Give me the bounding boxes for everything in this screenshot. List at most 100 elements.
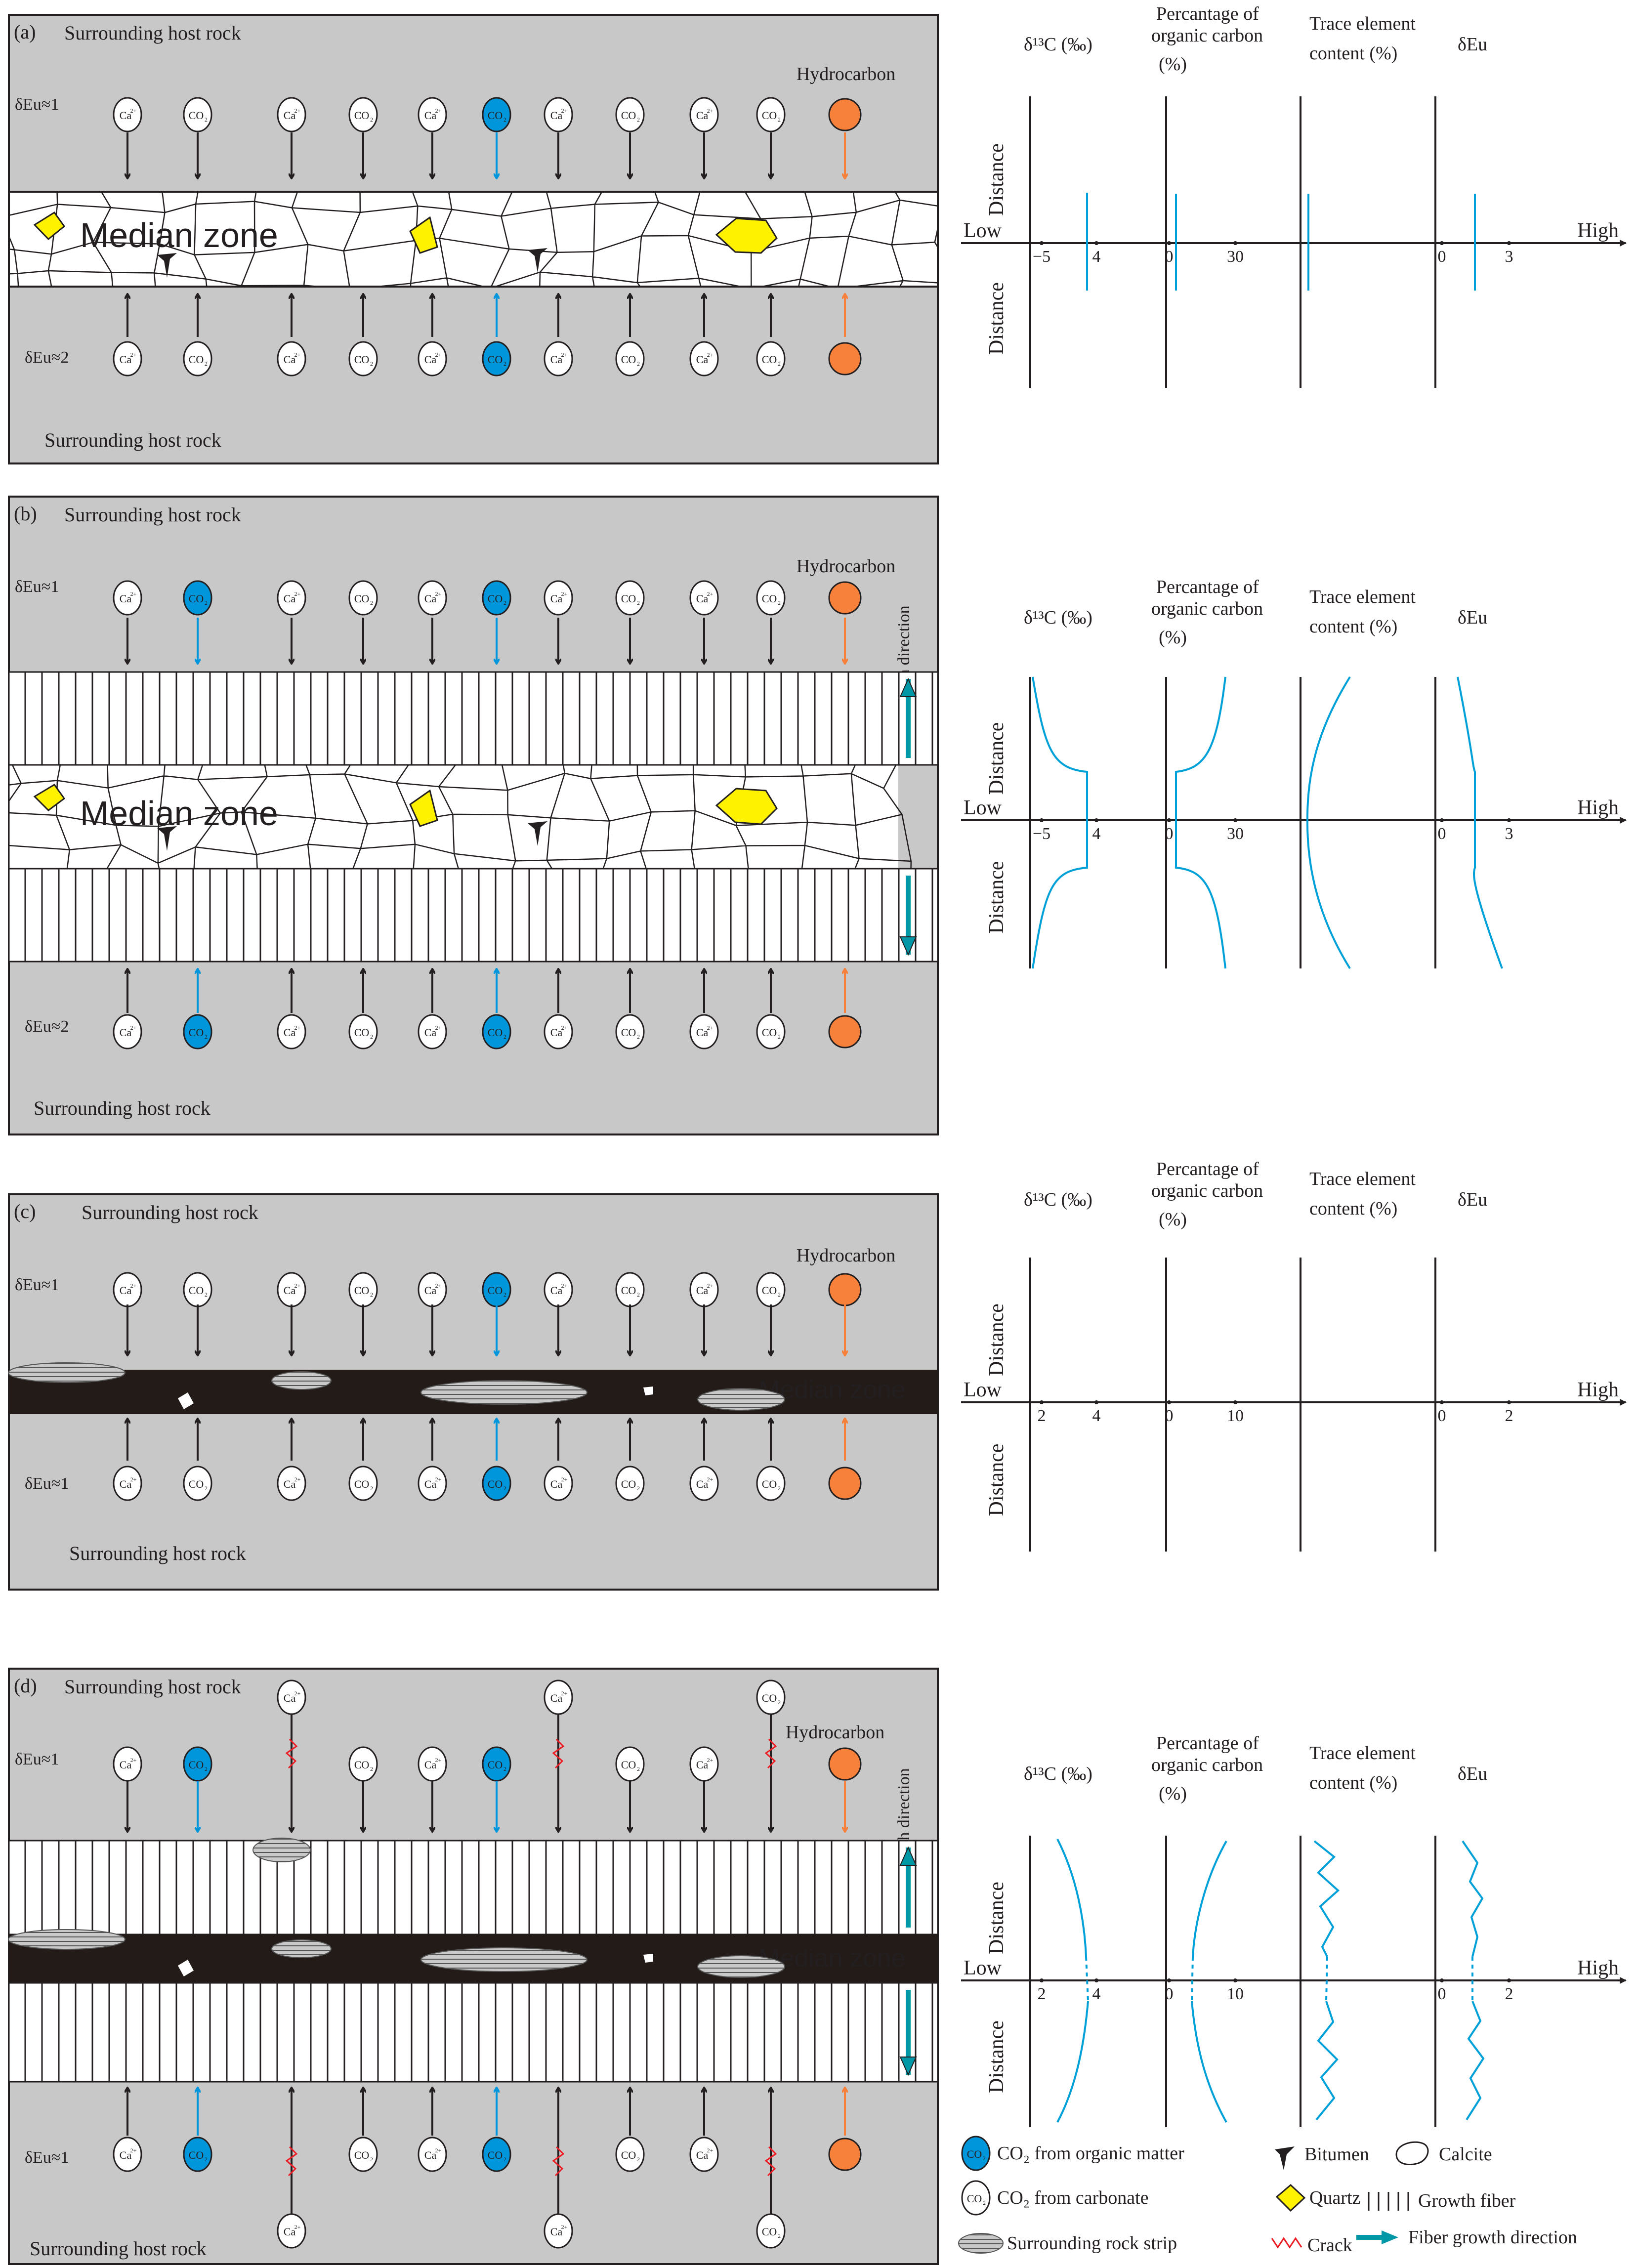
ca-ion: Ca2+ xyxy=(689,97,719,132)
ion-label: Ca xyxy=(284,1026,296,1039)
delta-eu-bottom: δEu≈2 xyxy=(25,348,69,367)
ion-subscript: 2 xyxy=(370,1485,373,1492)
quartz-fragment xyxy=(178,1960,194,1976)
quartz-fragment xyxy=(178,1392,194,1409)
ion-subscript: 2 xyxy=(504,1033,506,1040)
ion-label: CO xyxy=(189,1759,204,1771)
ion-ellipse xyxy=(544,2213,573,2249)
crack xyxy=(764,1738,777,1769)
ion-subscript: 2 xyxy=(205,1033,208,1040)
ion-label: Ca xyxy=(550,109,563,122)
ca-ion: Ca2+ xyxy=(544,1680,573,1715)
quartz-grain xyxy=(715,217,778,254)
ion-ellipse xyxy=(348,2137,378,2172)
ion-charge: 2+ xyxy=(561,1476,568,1483)
ion-label: Ca xyxy=(284,1692,296,1704)
quartz-grain xyxy=(33,211,66,241)
surrounding-rock-strip xyxy=(420,1947,588,1972)
tick-dot xyxy=(1233,1400,1237,1404)
ion-subscript: 2 xyxy=(504,2156,506,2163)
ca-ion: Ca2+ xyxy=(689,580,719,616)
ca-ion: Ca2+ xyxy=(544,580,573,616)
tick-label: 2 xyxy=(1038,1985,1046,2003)
delta-eu-bottom: δEu≈1 xyxy=(25,1474,69,1493)
ion-charge: 2+ xyxy=(435,1476,442,1483)
panel-tag: (a) xyxy=(14,21,36,43)
ion-ellipse xyxy=(482,2137,511,2172)
tick-label: 3 xyxy=(1505,825,1513,843)
ion-charge: 2+ xyxy=(561,107,568,114)
surrounding-rock-strip xyxy=(697,1388,785,1411)
d13c-header: δ¹³C (‰) xyxy=(1024,607,1092,628)
ca-ion: Ca2+ xyxy=(113,580,142,616)
axis-low-label: Low xyxy=(964,1379,1002,1401)
tick-label: 2 xyxy=(1505,1985,1513,2003)
ion-ellipse xyxy=(756,580,786,616)
tick-label: 4 xyxy=(1092,248,1101,266)
deu-profile xyxy=(1462,1840,1484,1957)
tick-dot xyxy=(1440,818,1444,822)
ion-subscript: 2 xyxy=(778,1699,781,1706)
ion-charge: 2+ xyxy=(561,1282,568,1289)
ion-ellipse xyxy=(615,1466,645,1501)
ion-charge: 2+ xyxy=(707,1282,714,1289)
ion-ellipse xyxy=(756,1014,786,1050)
ion-subscript: 2 xyxy=(205,2156,208,2163)
bitumen-blob xyxy=(528,821,547,846)
ion-subscript: 2 xyxy=(504,1765,506,1772)
crack xyxy=(552,1738,565,1769)
left-schematic-panels: (a)Surrounding host rockδEu≈1δEu≈2Surrou… xyxy=(8,14,939,2265)
tick-dot xyxy=(1040,818,1044,822)
ion-charge: 2+ xyxy=(707,1476,714,1483)
ion-charge: 2+ xyxy=(707,590,714,597)
ion-charge: 2+ xyxy=(130,590,137,597)
ion-subscript: 2 xyxy=(778,1291,781,1298)
ion-label: CO xyxy=(621,353,636,366)
ion-label: CO xyxy=(621,1478,636,1490)
ion-subscript: 2 xyxy=(778,2232,781,2239)
panel-a: (a)Surrounding host rockδEu≈1δEu≈2Surrou… xyxy=(8,14,939,464)
toc-header-line2: organic carbon xyxy=(1151,25,1263,46)
ion-charge: 2+ xyxy=(435,590,442,597)
ion-label: Ca xyxy=(550,592,563,605)
ion-subscript: 2 xyxy=(778,1485,781,1492)
deu-profile xyxy=(1457,676,1503,969)
ion-label: CO xyxy=(762,109,777,122)
ion-label: CO xyxy=(621,1759,636,1771)
ion-label: Ca xyxy=(284,1478,296,1490)
ca-ion: Ca2+ xyxy=(544,2213,573,2249)
ion-ellipse xyxy=(756,1466,786,1501)
hydrocarbon-label: Hydrocarbon xyxy=(797,1245,895,1266)
ca-ion: Ca2+ xyxy=(113,1466,142,1501)
ion-label: Ca xyxy=(424,109,437,122)
hydrocarbon-label: Hydrocarbon xyxy=(786,1722,884,1743)
ion-subscript: 2 xyxy=(637,360,640,367)
ion-label: Ca xyxy=(284,353,296,366)
ion-ellipse xyxy=(544,580,573,616)
axis-low-label: Low xyxy=(964,797,1002,819)
ion-label: Ca xyxy=(424,1284,437,1297)
ion-ellipse xyxy=(348,97,378,132)
crack xyxy=(552,2146,565,2177)
ion-ellipse xyxy=(615,1014,645,1050)
ion-ellipse xyxy=(689,580,719,616)
ion-label: CO xyxy=(354,1759,370,1771)
ion-ellipse xyxy=(544,1680,573,1715)
panel-tag: (d) xyxy=(14,1675,37,1697)
distance-label-bottom: Distance xyxy=(985,282,1008,355)
legend-rock-strip-label: Surrounding rock strip xyxy=(1007,2233,1177,2254)
ion-label: Ca xyxy=(550,1692,563,1704)
ion-label: CO xyxy=(967,2192,982,2205)
ion-subscript: 2 xyxy=(778,360,781,367)
ion-subscript: 2 xyxy=(370,1765,373,1772)
